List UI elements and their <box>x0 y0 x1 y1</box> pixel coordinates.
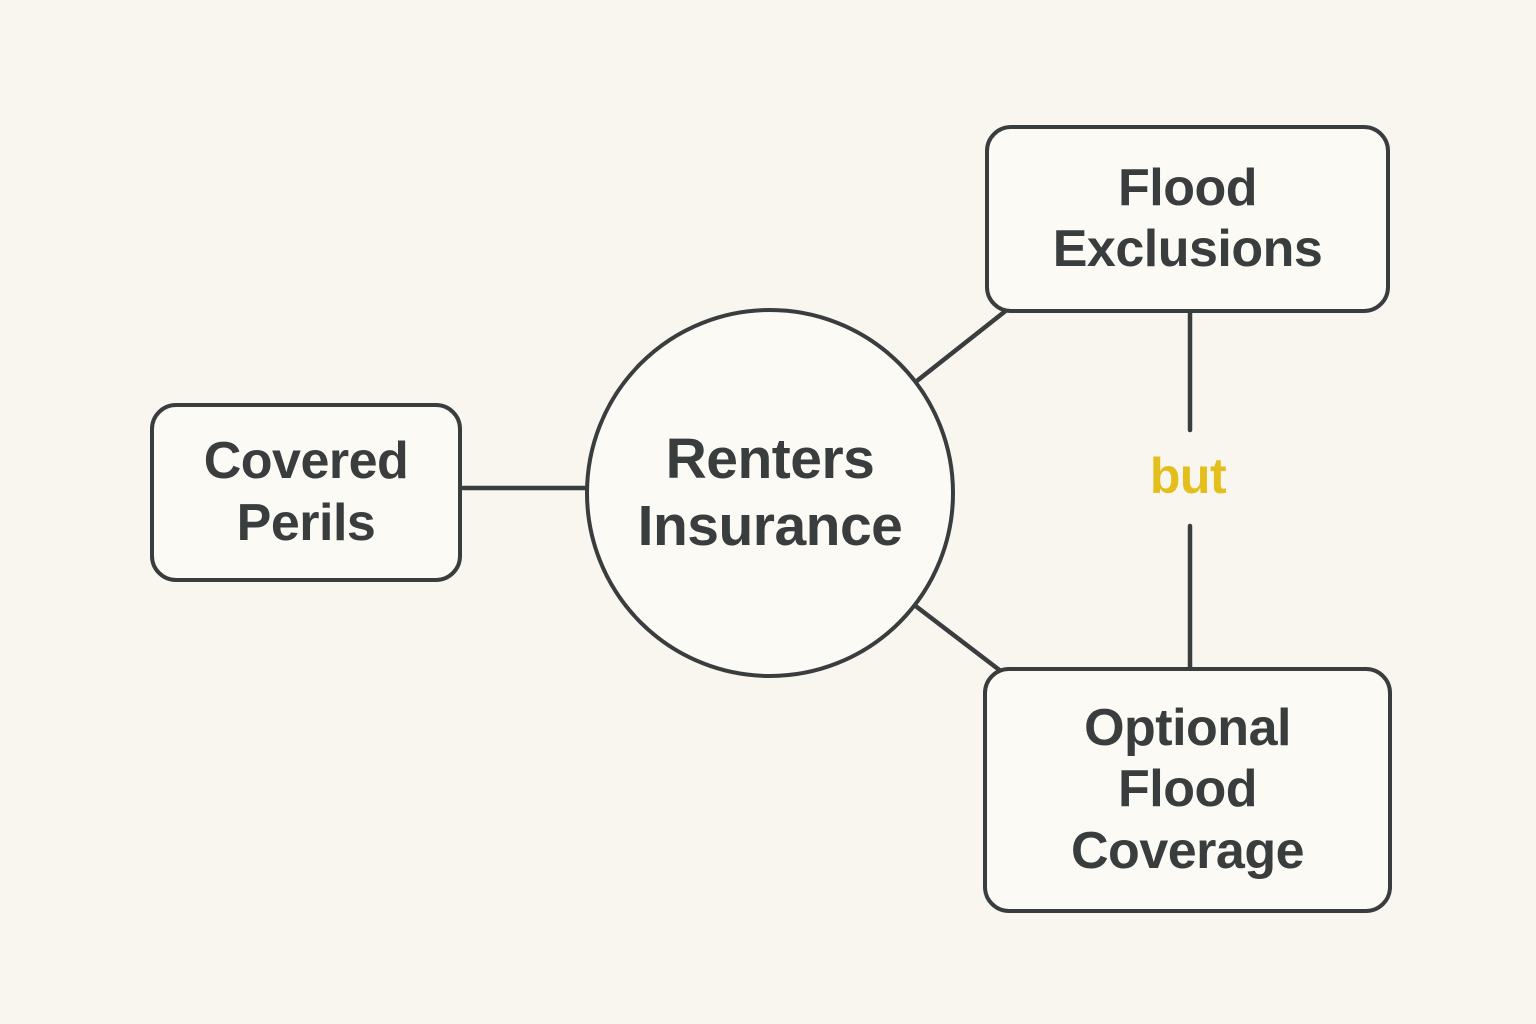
edge-label-but: but <box>1149 448 1227 504</box>
node-covered-perils: Covered Perils <box>150 403 462 582</box>
edge-center-to-optional-flood-coverage <box>910 601 1005 675</box>
edge-center-to-flood-exclusions <box>910 306 1011 387</box>
node-optional-flood-coverage: Optional Flood Coverage <box>983 667 1392 913</box>
node-covered-perils-label: Covered Perils <box>203 432 409 552</box>
node-optional-flood-coverage-label: Optional Flood Coverage <box>1071 698 1305 880</box>
node-flood-exclusions-label: Flood Exclusions <box>1052 158 1323 278</box>
node-flood-exclusions: Flood Exclusions <box>985 125 1390 313</box>
node-renters-insurance-label: Renters Insurance <box>637 426 903 558</box>
node-renters-insurance: Renters Insurance <box>585 308 955 678</box>
